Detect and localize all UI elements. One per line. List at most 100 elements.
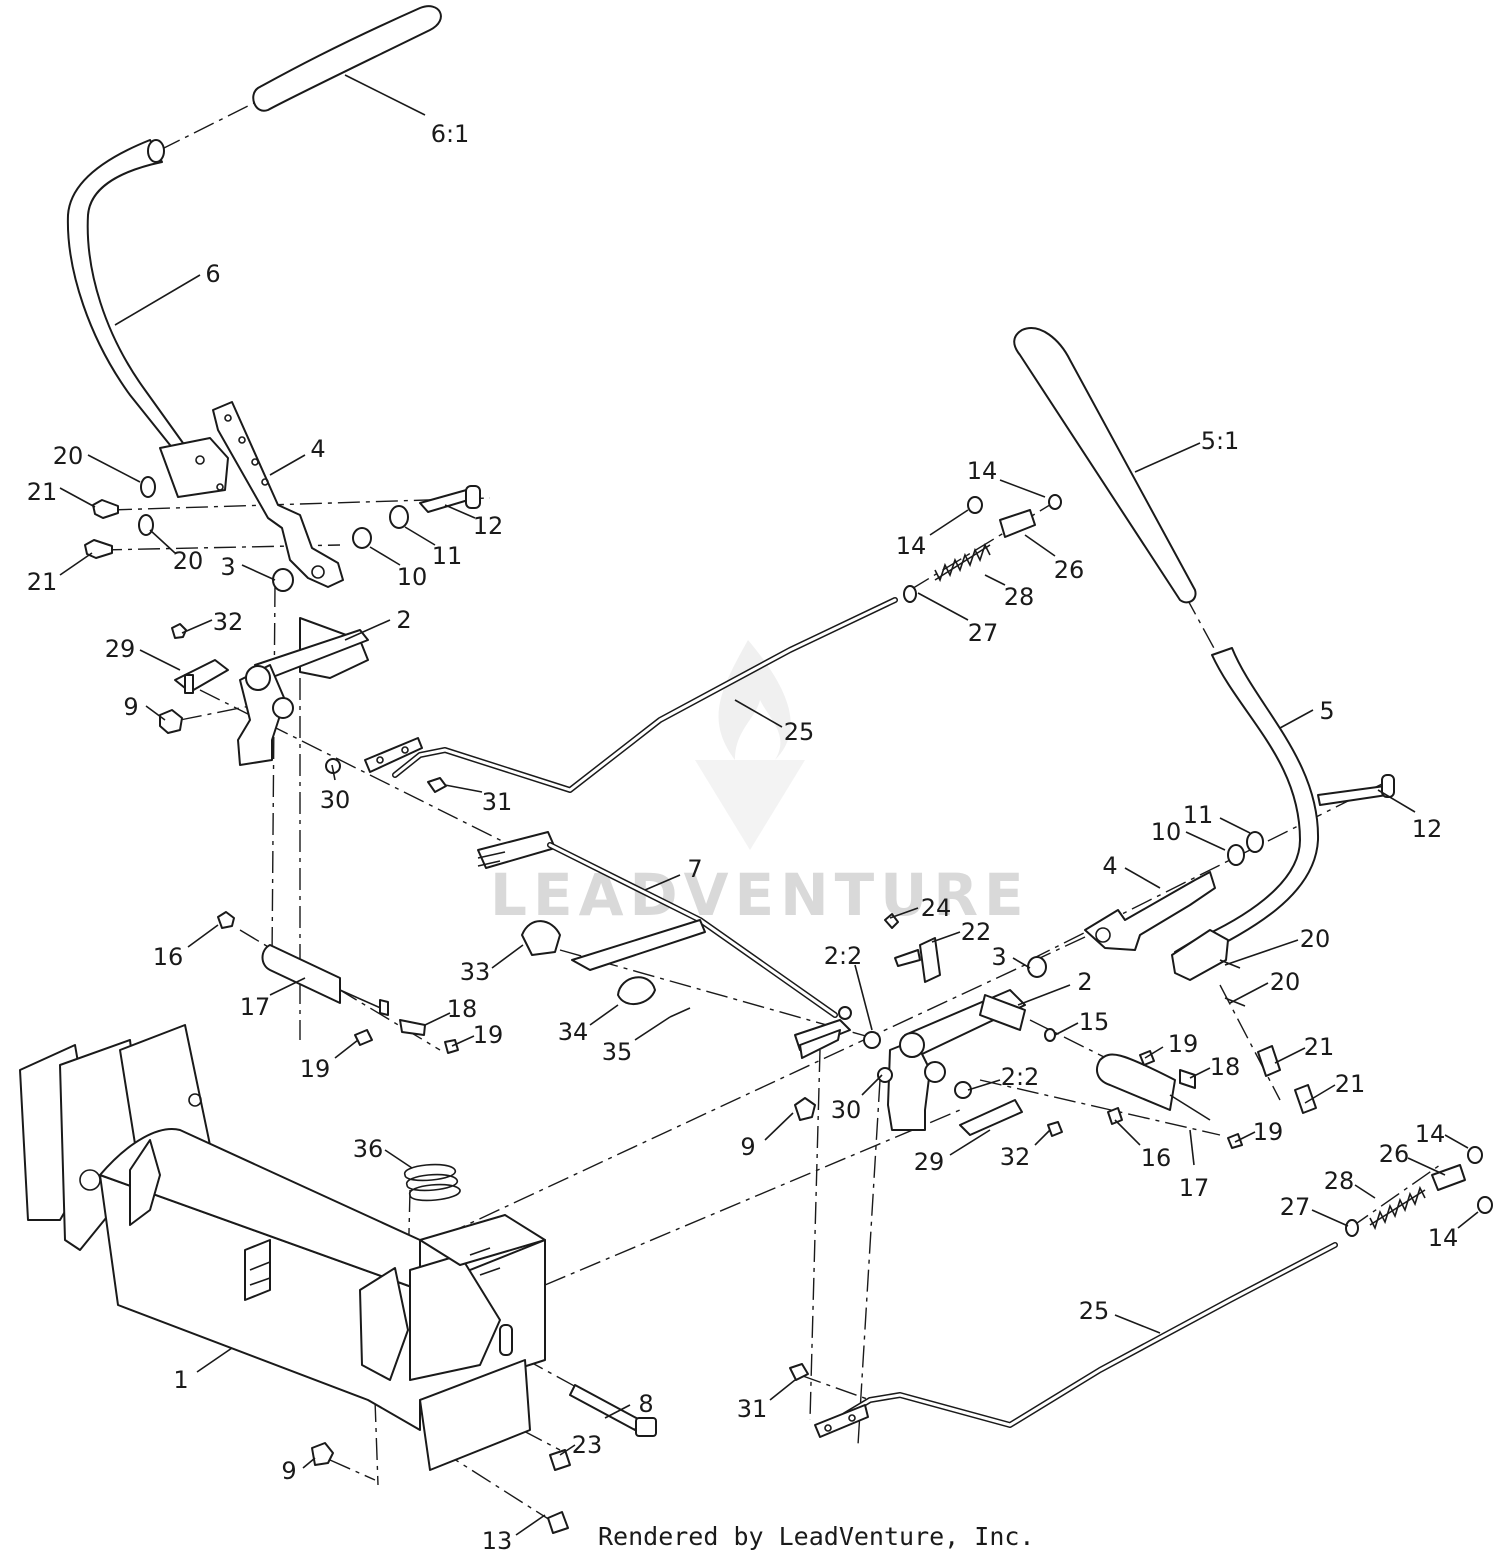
callout-leader-c-31b (769, 1379, 796, 1401)
callout-c-4b: 4 (1102, 852, 1117, 880)
callout-leader-c-26a (1024, 534, 1056, 557)
callout-leader-c-9a (145, 705, 166, 721)
callout-c-2-2a: 2:2 (824, 942, 863, 970)
callout-leader-c-11b (1219, 817, 1251, 834)
callout-c-9b: 9 (740, 1133, 755, 1161)
callout-leader-c-35 (634, 1016, 671, 1041)
callout-c-13: 13 (482, 1527, 513, 1555)
callout-leader-c-3b (1012, 957, 1031, 969)
callout-c-14c: 14 (1415, 1120, 1446, 1148)
part-6-left-handle (66, 5, 442, 498)
callout-leader-c-24 (889, 907, 919, 919)
callout-leader-c-9c (302, 1457, 316, 1469)
upper-spring-assembly (903, 494, 1062, 603)
callout-c-32b: 32 (1000, 1143, 1031, 1171)
callout-c-20b: 20 (173, 547, 204, 575)
callout-c-23: 23 (572, 1431, 603, 1459)
callout-c-25a: 25 (784, 718, 815, 746)
callout-c-30a: 30 (320, 786, 351, 814)
part-2-left-bracket (159, 617, 369, 766)
callout-leader-c-28a (984, 574, 1006, 586)
callout-c-19b: 19 (1168, 1030, 1199, 1058)
callout-leader-c-14d (1457, 1211, 1479, 1229)
callout-c-25b: 25 (1079, 1297, 1110, 1325)
callout-c-36: 36 (353, 1135, 384, 1163)
callout-c-20d: 20 (1270, 968, 1301, 996)
callout-leader-c-21d (1304, 1084, 1336, 1104)
callout-leader-c-19d (1234, 1131, 1256, 1143)
callout-c-14a: 14 (967, 457, 998, 485)
part-4-right-lever-plate (1084, 871, 1216, 951)
callout-c-19a: 19 (473, 1021, 504, 1049)
callout-c-18b: 18 (1210, 1053, 1241, 1081)
frame-hardware (311, 1163, 657, 1534)
callout-leader-c-20c (1224, 939, 1299, 966)
callout-c-35: 35 (602, 1038, 633, 1066)
callout-leader-c-20b (149, 529, 176, 554)
callout-c-5-1: 5:1 (1201, 427, 1240, 455)
callout-leader-c-28b (1354, 1184, 1376, 1199)
callout-leader-c-2-2b (967, 1079, 1001, 1091)
callout-c-2b: 2 (1077, 968, 1092, 996)
callout-leader-c-4b (1124, 867, 1161, 889)
callout-leader-c-36 (384, 1149, 413, 1169)
callout-c-14b: 14 (896, 532, 927, 560)
callout-leader-c-25b (1114, 1314, 1161, 1334)
callout-leader-c-17a (269, 977, 306, 996)
callout-leader-c-22 (931, 931, 961, 943)
callout-c-4a: 4 (310, 435, 325, 463)
parts-33-34-35 (521, 920, 691, 1018)
callout-leader-c-8 (604, 1404, 631, 1419)
left-hardware (84, 476, 481, 592)
callout-c-11a: 11 (432, 542, 463, 570)
callout-c-29b: 29 (914, 1148, 945, 1176)
callout-leader-c-32a (181, 619, 213, 634)
callout-leaders (59, 74, 1479, 1536)
callout-leader-c-21b (59, 552, 93, 576)
callout-c-32a: 32 (213, 608, 244, 636)
callout-leader-c-2-2a (854, 964, 873, 1031)
callout-c-6-1: 6:1 (431, 120, 470, 148)
callout-c-16a: 16 (153, 943, 184, 971)
footer-credit: Rendered by LeadVenture, Inc. (598, 1522, 1035, 1551)
callout-c-12b: 12 (1412, 815, 1443, 843)
callout-leader-c-17b (1189, 1129, 1195, 1166)
callout-c-2-2b: 2:2 (1001, 1063, 1040, 1091)
callout-c-28a: 28 (1004, 583, 1035, 611)
callout-c-15: 15 (1079, 1008, 1110, 1036)
callout-leader-c-18b (1189, 1067, 1211, 1079)
callout-leader-c-14b (929, 509, 969, 536)
callout-leader-c-6-1 (344, 74, 426, 116)
callout-leader-c-10b (1185, 831, 1226, 851)
callout-leader-c-19c (334, 1039, 359, 1059)
right-damper-assembly (1096, 1050, 1243, 1149)
callout-leader-c-23 (559, 1444, 576, 1456)
lower-spring-assembly (1345, 1146, 1493, 1237)
callout-leader-c-32b (1034, 1129, 1051, 1146)
callout-leader-c-11a (404, 526, 436, 546)
callout-c-30b: 30 (831, 1096, 862, 1124)
callout-leader-c-21c (1274, 1047, 1306, 1064)
callout-c-17a: 17 (240, 993, 271, 1021)
callout-c-17b: 17 (1179, 1174, 1210, 1202)
part-7-cross-rod (477, 831, 852, 1059)
callout-leader-c-13 (515, 1514, 546, 1536)
part-4-left-lever-plate (212, 401, 344, 588)
callout-leader-c-27b (1311, 1209, 1349, 1227)
callout-leader-c-20a (87, 454, 141, 483)
callout-leader-c-3a (241, 564, 276, 581)
callout-leader-c-4a (269, 454, 306, 476)
callout-c-6: 6 (205, 260, 220, 288)
callout-leader-c-19b (1144, 1046, 1164, 1059)
callout-leader-c-19a (451, 1035, 475, 1047)
callout-leader-c-29b (949, 1129, 991, 1156)
callout-c-1: 1 (173, 1366, 188, 1394)
callout-leader-c-10a (369, 546, 401, 566)
callout-leader-c-15 (1054, 1022, 1079, 1036)
callout-leader-c-1 (196, 1347, 233, 1373)
callout-leader-c-31a (444, 784, 483, 793)
callout-leader-c-16b (1114, 1119, 1141, 1146)
